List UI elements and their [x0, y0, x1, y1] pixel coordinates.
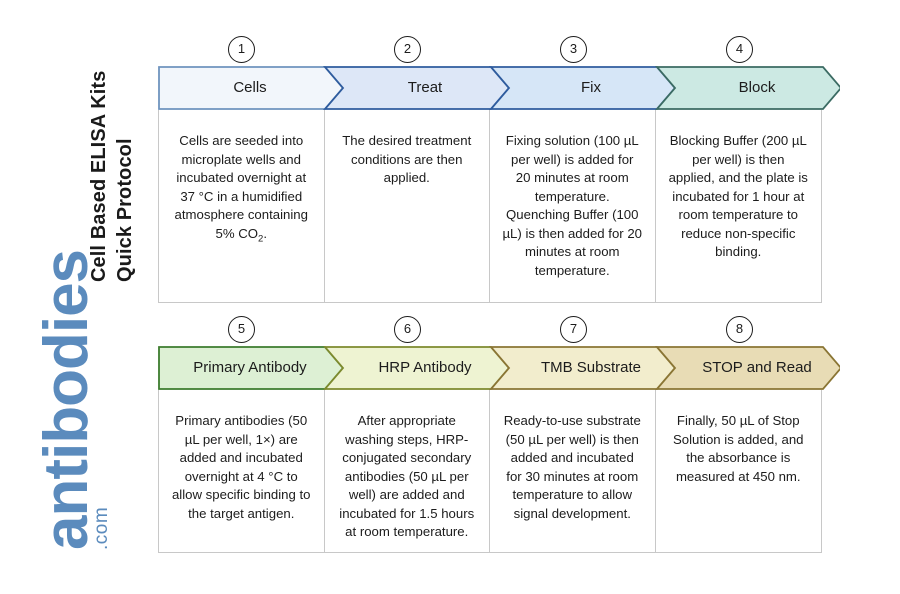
step-badge-8: 8	[726, 316, 753, 343]
step-badge-6: 6	[394, 316, 421, 343]
step-description-3: Fixing solution (100 µL per well) is add…	[490, 110, 656, 302]
step-badge-1: 1	[228, 36, 255, 63]
step-description-5: Primary antibodies (50 µL per well, 1×) …	[159, 390, 325, 552]
logo-wordmark: antibodies	[32, 249, 101, 550]
step-description-7: Ready-to-use substrate (50 µL per well) …	[490, 390, 656, 552]
chevron-step-6[interactable]	[323, 346, 511, 390]
chevron-step-3[interactable]	[489, 66, 677, 110]
step-description-1: Cells are seeded into microplate wells a…	[159, 110, 325, 302]
step-badge-5: 5	[228, 316, 255, 343]
step-badge-3: 3	[560, 36, 587, 63]
step-description-4: Blocking Buffer (200 µL per well) is the…	[668, 133, 808, 259]
step-description-8: Finally, 50 µL of Stop Solution is added…	[672, 413, 804, 484]
description-boxes-row-2: Primary antibodies (50 µL per well, 1×) …	[158, 390, 822, 553]
step-number-badges-row-1: 1 2 3 4	[158, 36, 840, 66]
step-badge-7: 7	[560, 316, 587, 343]
step-number-badges-row-2: 5 6 7 8	[158, 316, 840, 346]
step-description-2: The desired treatment conditions are the…	[325, 110, 490, 302]
logo-tld: .com	[91, 506, 112, 550]
chevron-step-1[interactable]	[158, 66, 345, 110]
step-description-6: After appropriate washing steps, HRP-con…	[325, 390, 490, 552]
chevron-step-8[interactable]	[655, 346, 840, 390]
page-title-line-2: Quick Protocol	[114, 138, 136, 282]
step-badge-4: 4	[726, 36, 753, 63]
chevron-step-5[interactable]	[158, 346, 345, 390]
chevron-step-2[interactable]	[323, 66, 511, 110]
step-badge-2: 2	[394, 36, 421, 63]
chevron-step-4[interactable]	[655, 66, 840, 110]
description-boxes-row-1: Cells are seeded into microplate wells a…	[158, 110, 822, 303]
chevron-step-7[interactable]	[489, 346, 677, 390]
antibodies-logo: antibodies .com	[0, 250, 150, 570]
